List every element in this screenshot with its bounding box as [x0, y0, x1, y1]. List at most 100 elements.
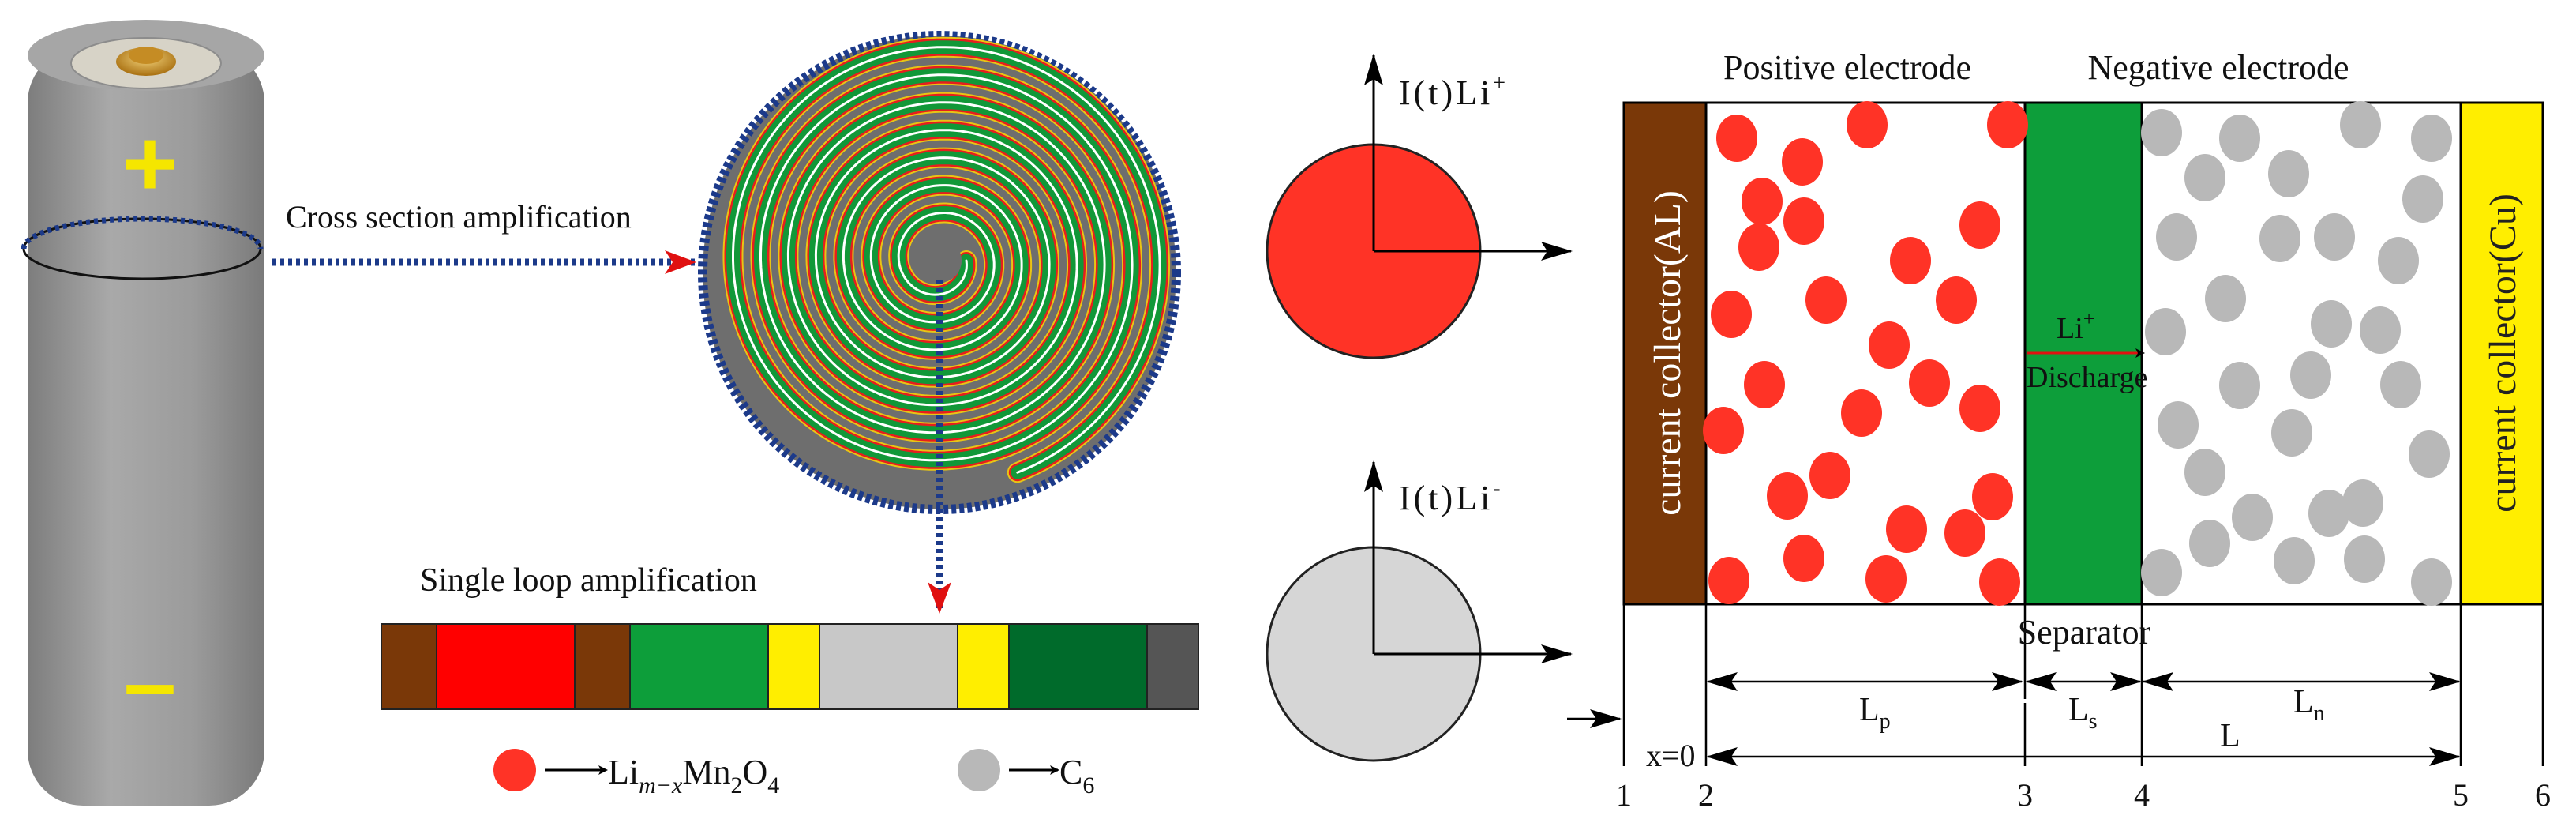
anode-particle: [2232, 494, 2273, 541]
anode-particle: [2340, 101, 2381, 148]
dim-lp: Lp: [1859, 692, 1891, 734]
cathode-particle: [1738, 224, 1779, 271]
anode-particle: [2156, 213, 2197, 261]
positive-electrode-title: Positive electrode: [1723, 48, 1971, 87]
cathode-particle: [1744, 361, 1785, 408]
position-2: 2: [1698, 777, 1714, 813]
cathode-particle: [1783, 535, 1824, 582]
position-4: 4: [2134, 777, 2150, 813]
cathode-particle: [1742, 178, 1783, 225]
anode-particle: [2311, 300, 2352, 348]
li-ion-label: Li+: [2057, 307, 2094, 345]
battery-cylinder: + –: [21, 20, 264, 806]
spiral-layer: [732, 46, 1161, 474]
anode-particle: [2271, 409, 2312, 457]
terminal-cap-icon: [116, 47, 176, 76]
battery-plus-sign: +: [122, 111, 178, 216]
anode-particle: [2274, 537, 2315, 584]
positive-particle: I(t)Li+: [1266, 54, 1573, 359]
anode-particle: [2219, 362, 2260, 409]
anode-particle: [2189, 520, 2230, 567]
x0-label: x=0: [1646, 738, 1696, 773]
cathode-particle: [1890, 237, 1931, 284]
cathode-particle: [1708, 557, 1749, 604]
anode-particle: [2145, 308, 2186, 355]
cathode-particle: [1987, 101, 2028, 148]
anode-particle: [2141, 109, 2182, 156]
cathode-particle: [1886, 505, 1927, 553]
dim-l-total: L: [2220, 718, 2240, 754]
cell-schematic: Positive electrode Negative electrode cu…: [1567, 48, 2551, 813]
cathode-particle: [1783, 197, 1824, 245]
single-loop-label: Single loop amplification: [420, 562, 757, 599]
position-3: 3: [2017, 777, 2033, 813]
loop-segment: [436, 623, 576, 710]
legend-negative: C6: [958, 749, 1094, 799]
cathode-particle: [1841, 389, 1882, 437]
anode-particle: [2411, 115, 2452, 162]
anode-particle: [2205, 275, 2246, 322]
discharge-label: Discharge: [2027, 361, 2147, 394]
anode-particle: [2290, 351, 2331, 399]
dim-ls: Ls: [2068, 692, 2098, 734]
negative-particle: I(t)Li-: [1266, 460, 1573, 762]
cathode-particle: [1809, 452, 1850, 499]
anode-particle: [2344, 535, 2385, 583]
cathode-particle: [1716, 115, 1757, 162]
anode-particle: [2219, 115, 2260, 162]
anode-particle: [2268, 150, 2309, 197]
spiral-layers: [722, 36, 1171, 483]
collector-al: [1622, 101, 1708, 606]
cross-section-label: Cross section amplification: [286, 199, 632, 235]
loop-segment: [1008, 623, 1148, 710]
negative-electrode-title: Negative electrode: [2087, 48, 2349, 87]
loop-segment: [767, 623, 820, 710]
legend-negative-text: C6: [1059, 753, 1094, 799]
positive-particles: [1703, 101, 2028, 606]
anode-particle: [2360, 306, 2401, 354]
anode-particle: [2308, 490, 2349, 537]
collector-cu: [2459, 101, 2544, 606]
dimension-lines: [1567, 604, 2544, 766]
loop-segment: [574, 623, 631, 710]
cathode-particle: [1865, 555, 1907, 603]
loop-segment: [819, 623, 958, 710]
loop-segment: [1146, 623, 1199, 710]
dim-ln: Ln: [2293, 684, 2325, 726]
positive-particle-label: I(t)Li+: [1399, 71, 1505, 112]
negative-particle-label: I(t)Li-: [1399, 476, 1501, 517]
cathode-particle: [1972, 473, 2013, 520]
anode-particle: [2314, 213, 2355, 261]
cathode-particle: [1711, 291, 1752, 338]
anode-particle: [2184, 449, 2225, 496]
collector-cu-label: current collector(Cu): [2482, 194, 2524, 513]
negative-particles: [2141, 101, 2452, 606]
anode-particle: [2141, 549, 2182, 596]
cathode-particle: [1944, 509, 1985, 557]
anode-particle: [2259, 215, 2300, 262]
cathode-particle: [1782, 138, 1823, 186]
cathode-particle: [1959, 385, 2000, 432]
anode-particle: [2409, 430, 2450, 478]
anode-particle: [2402, 175, 2443, 223]
battery-minus-sign: –: [124, 629, 177, 735]
cathode-particle: [1959, 201, 2000, 249]
loop-segment: [629, 623, 769, 710]
position-1: 1: [1616, 777, 1632, 813]
single-loop-bar: [381, 623, 1199, 710]
cathode-particle: [1703, 407, 1744, 454]
position-5: 5: [2453, 777, 2469, 813]
legend-negative-swatch: [958, 749, 1000, 791]
cathode-particle: [1805, 276, 1847, 324]
cathode-particle: [1869, 321, 1910, 369]
cathode-particle: [1979, 558, 2020, 606]
legend-positive-swatch: [493, 749, 536, 791]
position-6: 6: [2535, 777, 2551, 813]
anode-particle: [2184, 154, 2225, 201]
loop-segment: [381, 623, 437, 710]
anode-particle: [2158, 401, 2199, 449]
legend-positive-text: Lim−xMn2O4: [608, 753, 779, 799]
anode-particle: [2380, 361, 2421, 408]
legend-positive: Lim−xMn2O4: [493, 749, 779, 799]
